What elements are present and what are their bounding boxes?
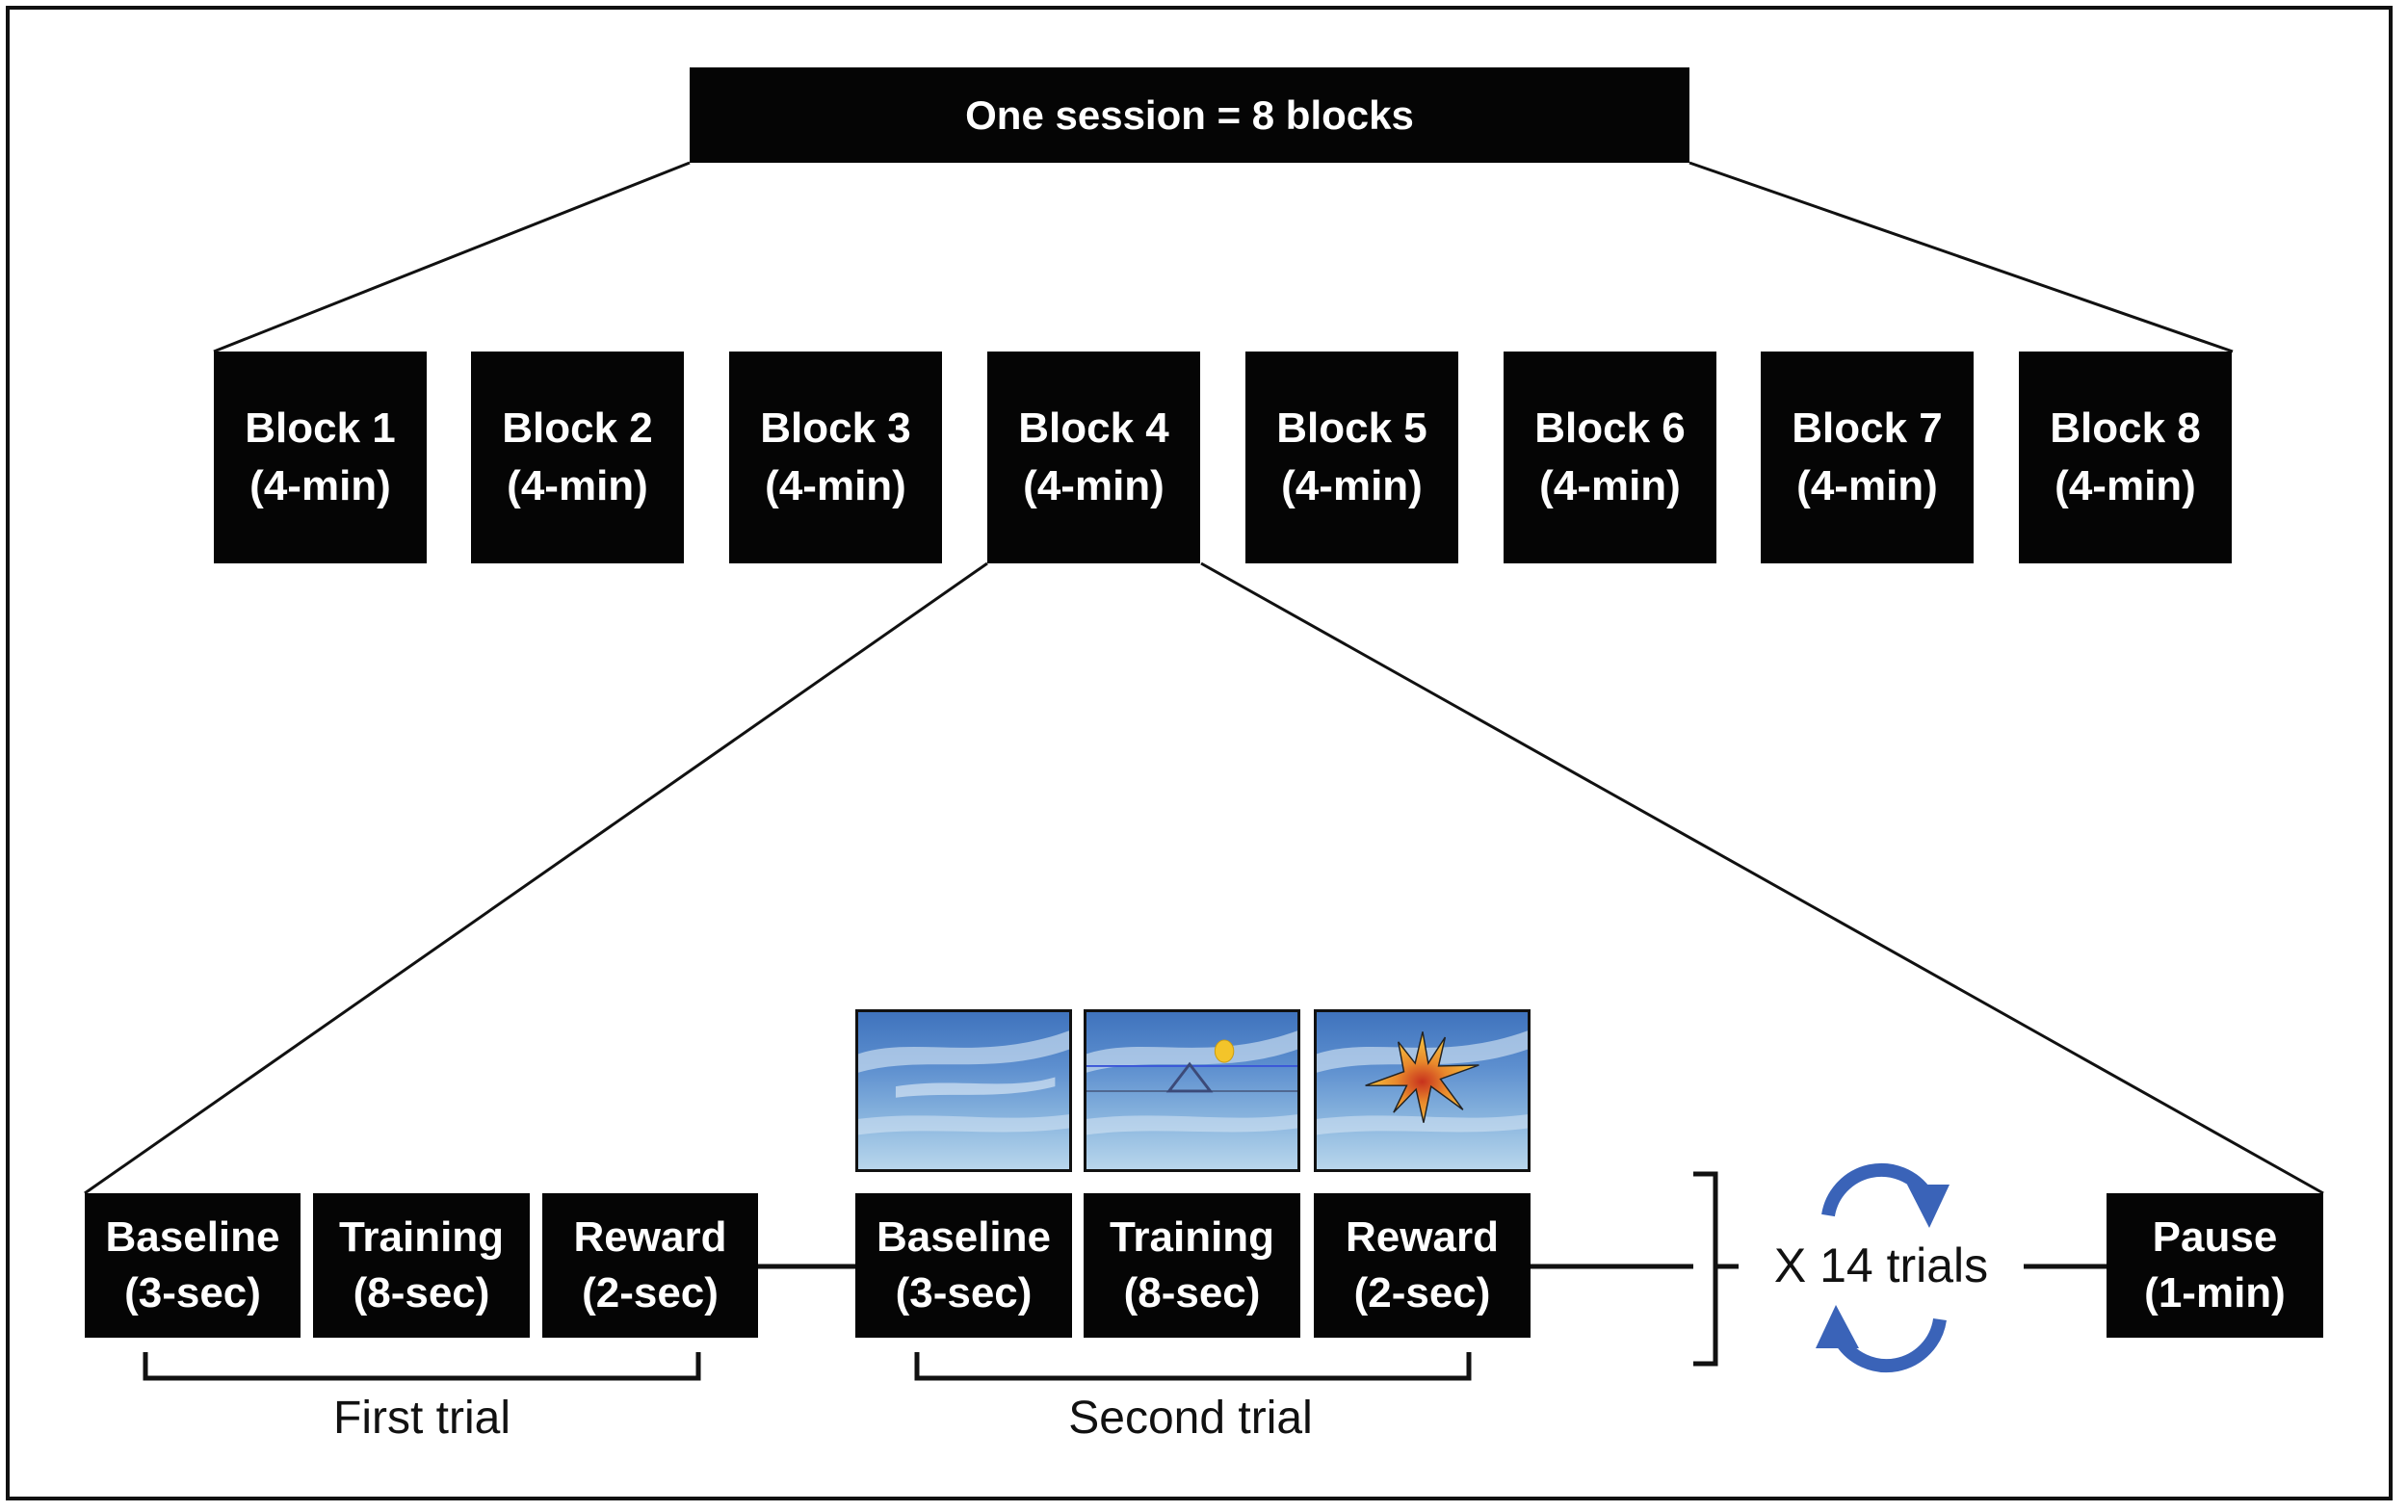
second-trial-baseline: Baseline (3-sec) — [855, 1193, 1072, 1338]
block-duration: (4-min) — [765, 462, 906, 509]
training-target-image — [1084, 1009, 1300, 1172]
pause-duration: (1-min) — [2144, 1269, 2286, 1316]
block-name: Block 2 — [502, 404, 653, 452]
repeat-arrow-bottom-icon — [1833, 1317, 1947, 1373]
second-trial-label: Second trial — [1068, 1393, 1313, 1444]
block-4: Block 4 (4-min) — [987, 352, 1200, 563]
arrowheads — [1816, 1185, 1950, 1348]
reward-star-image — [1314, 1009, 1531, 1172]
phase-duration: (2-sec) — [1353, 1269, 1491, 1316]
block-2: Block 2 (4-min) — [471, 352, 684, 563]
phase-name: Training — [338, 1213, 505, 1261]
second-trial-training: Training (8-sec) — [1084, 1193, 1300, 1338]
phase-duration: (8-sec) — [1123, 1269, 1261, 1316]
block-8: Block 8 (4-min) — [2019, 352, 2232, 563]
first-trial-baseline: Baseline (3-sec) — [85, 1193, 301, 1338]
phase-name: Reward — [573, 1213, 727, 1261]
block-duration: (4-min) — [1796, 462, 1938, 509]
session-box: One session = 8 blocks — [690, 67, 1689, 163]
phase-duration: (3-sec) — [124, 1269, 261, 1316]
phase-duration: (3-sec) — [895, 1269, 1033, 1316]
block-7: Block 7 (4-min) — [1761, 352, 1974, 563]
block-name: Block 8 — [2050, 404, 2201, 452]
figure-frame — [6, 6, 2393, 1500]
first-trial-bracket — [143, 1352, 701, 1381]
block-duration: (4-min) — [1023, 462, 1165, 509]
first-trial-reward: Reward (2-sec) — [542, 1193, 758, 1338]
phase-name: Training — [1109, 1213, 1275, 1261]
baseline-sky-image — [855, 1009, 1072, 1172]
block-5: Block 5 (4-min) — [1245, 352, 1458, 563]
repeat-arrow-top-icon — [1821, 1162, 1932, 1217]
first-trial-training: Training (8-sec) — [313, 1193, 530, 1338]
repeat-bracket — [1693, 1171, 1718, 1367]
pause-name: Pause — [2152, 1213, 2278, 1261]
first-trial-label: First trial — [333, 1393, 510, 1444]
block4-left-zoom-line — [84, 561, 988, 1195]
block4-right-zoom-line — [1200, 561, 2324, 1195]
phase-name: Baseline — [877, 1213, 1051, 1261]
block-duration: (4-min) — [1539, 462, 1681, 509]
phase-duration: (2-sec) — [582, 1269, 719, 1316]
block-duration: (4-min) — [2055, 462, 2196, 509]
block-name: Block 4 — [1018, 404, 1169, 452]
block-name: Block 6 — [1534, 404, 1686, 452]
block-duration: (4-min) — [249, 462, 391, 509]
pause-box: Pause (1-min) — [2107, 1193, 2323, 1338]
reward-star-icon — [1365, 1031, 1479, 1123]
repeat-arrows-icon — [1821, 1162, 1947, 1373]
ball-icon — [1214, 1039, 1235, 1063]
block-name: Block 3 — [760, 404, 911, 452]
session-to-block1-line — [213, 161, 691, 353]
repeat-trials-label: X 14 trials — [1773, 1238, 1989, 1292]
block-duration: (4-min) — [1281, 462, 1423, 509]
block-duration: (4-min) — [507, 462, 648, 509]
second-trial-reward: Reward (2-sec) — [1314, 1193, 1531, 1338]
phase-name: Baseline — [105, 1213, 280, 1261]
block-name: Block 7 — [1792, 404, 1943, 452]
block-3: Block 3 (4-min) — [729, 352, 942, 563]
phase-name: Reward — [1346, 1213, 1499, 1261]
block-name: Block 5 — [1276, 404, 1427, 452]
phase-duration: (8-sec) — [353, 1269, 490, 1316]
block-name: Block 1 — [245, 404, 396, 452]
block-6: Block 6 (4-min) — [1504, 352, 1716, 563]
target-triangle-icon — [1165, 1061, 1214, 1093]
second-trial-bracket — [914, 1352, 1472, 1381]
block-1: Block 1 (4-min) — [214, 352, 427, 563]
session-title: One session = 8 blocks — [965, 91, 1414, 138]
arrowhead-up-icon — [1816, 1305, 1859, 1348]
session-to-block8-line — [1688, 161, 2234, 353]
arrowhead-down-icon — [1907, 1185, 1950, 1228]
